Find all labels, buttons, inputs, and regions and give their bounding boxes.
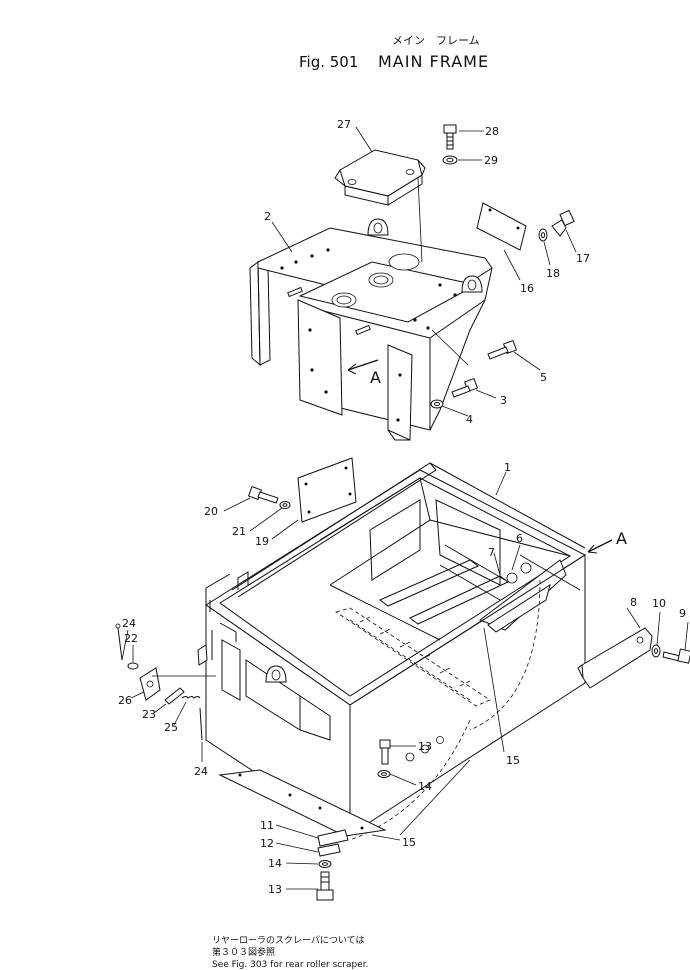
part-24-pin-lower (197, 644, 208, 741)
callout-24-lower: 24 (194, 765, 208, 778)
callout-17: 17 (576, 252, 590, 265)
callout-23: 23 (142, 708, 156, 721)
figure-header: メイン フレーム Fig. 501 MAIN FRAME (299, 34, 489, 71)
view-marker-upper: A (370, 368, 382, 387)
callout-7: 7 (488, 546, 495, 559)
callout-18: 18 (546, 267, 560, 280)
callout-27: 27 (337, 118, 351, 131)
note-jp-line1: リヤーローラのスクレーパについては (212, 935, 364, 946)
callout-5: 5 (540, 371, 547, 384)
callout-10: 10 (652, 597, 666, 610)
callout-13-upper: 13 (418, 740, 432, 753)
part-17-bolt (551, 209, 575, 237)
callout-2: 2 (264, 210, 271, 223)
part-3-bolt (451, 377, 479, 398)
part-14-washer-upper (377, 770, 391, 778)
part-12-plate (317, 843, 341, 857)
callout-16: 16 (520, 282, 534, 295)
part-9-bolt (662, 648, 690, 664)
figure-title: MAIN FRAME (378, 52, 489, 71)
part-20-bolt (247, 485, 279, 504)
part-16-plate (476, 202, 527, 251)
part-2-upper-frame (249, 218, 493, 441)
callout-1: 1 (504, 461, 511, 474)
note-en-line: See Fig. 303 for rear roller scraper. (212, 960, 368, 970)
callout-20: 20 (204, 505, 218, 518)
callout-19: 19 (255, 535, 269, 548)
callout-11: 11 (260, 819, 274, 832)
callout-9: 9 (679, 607, 686, 620)
callout-numbers: 27 28 29 2 16 18 17 5 3 4 1 6 7 20 21 19… (118, 118, 686, 896)
leader-lines (121, 126, 689, 890)
part-5-bolt (487, 339, 518, 360)
note-jp-line2: 第３０３図参照 (212, 946, 275, 958)
part-19-plate (297, 457, 357, 523)
part-4-washer (430, 399, 444, 409)
footer-note: リヤーローラのスクレーパについては 第３０３図参照 See Fig. 303 f… (212, 935, 368, 970)
part-18-washer (538, 228, 548, 242)
callout-26: 26 (118, 694, 132, 707)
callout-25: 25 (164, 721, 178, 734)
part-28-bolt (443, 124, 457, 150)
part-1-main-frame (205, 462, 587, 836)
callout-21: 21 (232, 525, 246, 538)
callout-14-upper: 14 (418, 780, 432, 793)
callout-15-lower: 15 (402, 836, 416, 849)
callout-3: 3 (500, 394, 507, 407)
callout-22: 22 (124, 632, 138, 645)
kana-title: メイン フレーム (392, 34, 480, 47)
part-22-washer (127, 662, 139, 670)
part-14-washer-lower (318, 860, 332, 868)
part-26-bracket (139, 667, 161, 701)
part-13-bolt-upper (379, 739, 391, 765)
part-13-bolt-lower (316, 871, 334, 901)
callout-15-upper: 15 (506, 754, 520, 767)
view-marker-right: A (616, 529, 628, 548)
callout-14-lower: 14 (268, 857, 282, 870)
callout-28: 28 (485, 125, 499, 138)
callout-4: 4 (466, 413, 473, 426)
view-arrow-right (587, 539, 613, 554)
part-29-washer (442, 155, 458, 165)
part-11-plate (317, 829, 349, 847)
part-8-guard (577, 627, 653, 689)
callout-13-lower: 13 (268, 883, 282, 896)
part-24-pin-upper (115, 623, 123, 661)
part-23-pin (164, 687, 185, 705)
part-25-spring (181, 696, 201, 699)
callout-12: 12 (260, 837, 274, 850)
bottom-rail (218, 769, 387, 837)
part-10-washer (651, 644, 661, 658)
callout-6: 6 (516, 532, 523, 545)
callout-29: 29 (484, 154, 498, 167)
callout-8: 8 (630, 596, 637, 609)
part-27-cover (334, 149, 426, 206)
part-21-washer (279, 501, 291, 509)
callout-24-upper: 24 (122, 617, 136, 630)
figure-number: Fig. 501 (299, 53, 358, 71)
